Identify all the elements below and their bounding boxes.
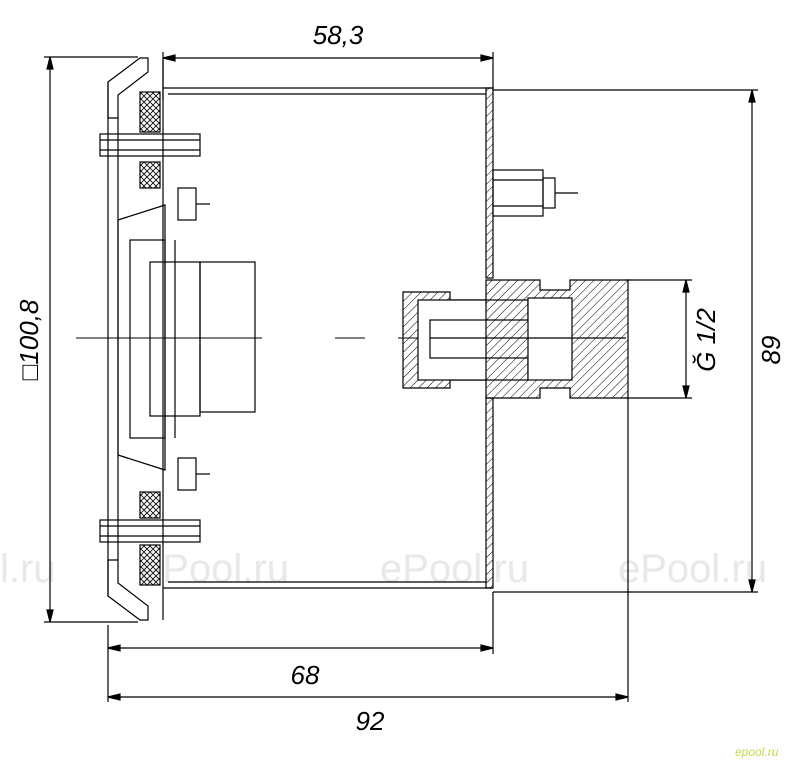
watermark-3: ePool.ru [380, 547, 529, 591]
watermark-2: ePool.ru [140, 547, 289, 591]
watermark-4: ePool.ru [618, 547, 767, 591]
drawing-lines [44, 52, 758, 702]
dim-label-right: 89 [756, 336, 786, 365]
dim-label-thread: Ğ 1/2 [691, 308, 721, 372]
site-logo: epool.ru [735, 745, 779, 759]
dim-label-92: 92 [356, 706, 385, 736]
watermarks: l.ru ePool.ru ePool.ru ePool.ru [0, 547, 767, 591]
dim-label-square: □100,8 [14, 299, 44, 380]
watermark-1: l.ru [0, 547, 56, 591]
dim-label-top: 58,3 [313, 20, 364, 50]
dim-label-68: 68 [291, 660, 320, 690]
